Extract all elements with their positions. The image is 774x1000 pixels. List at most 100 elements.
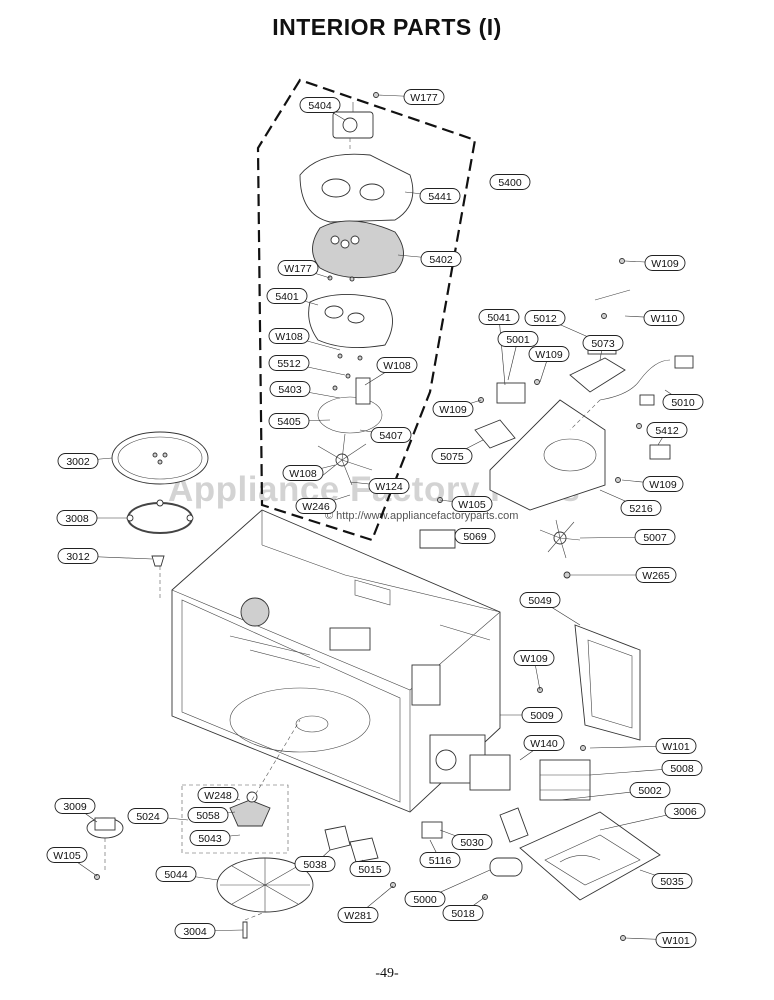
callout-label: 3012 <box>66 551 90 563</box>
callout-pill <box>662 394 704 410</box>
guide-lines <box>104 138 601 921</box>
callout-w108: W108 <box>282 465 324 481</box>
callout-w177: W177 <box>277 260 319 276</box>
callout-w108: W108 <box>268 328 310 344</box>
callout-label: 5058 <box>196 810 220 822</box>
callout-w108: W108 <box>376 357 418 373</box>
part-5069-motor <box>419 529 456 549</box>
callout-label: 5400 <box>498 177 522 189</box>
callout-label: 5404 <box>308 100 332 112</box>
watermark-url: © http://www.appliancefactoryparts.com <box>325 510 519 522</box>
callout-label: 5008 <box>670 763 694 775</box>
callout-pill <box>664 803 706 819</box>
callout-label: 5044 <box>164 869 188 881</box>
callout-label: 5024 <box>136 811 160 823</box>
callout-pill <box>268 328 310 344</box>
part-3008-roller-ring <box>126 499 194 534</box>
callout-5404: 5404 <box>299 97 341 113</box>
callout-pill <box>294 856 336 872</box>
callout-pill <box>269 381 311 397</box>
part-5412-thermostat <box>649 444 671 460</box>
callout-label: W110 <box>651 313 678 325</box>
callout-label: 5041 <box>487 312 511 324</box>
callout-pill <box>419 188 461 204</box>
callout-3009: 3009 <box>54 798 96 814</box>
callout-label: W281 <box>344 910 372 922</box>
callout-w265: W265 <box>635 567 677 583</box>
callout-label: W109 <box>439 404 467 416</box>
callout-pill <box>634 529 676 545</box>
callout-5024: 5024 <box>127 808 169 824</box>
callout-pill <box>651 873 693 889</box>
part-5441-blower-housing <box>299 153 414 223</box>
callout-pill <box>266 288 308 304</box>
callout-w177: W177 <box>403 89 445 105</box>
callout-3012: 3012 <box>57 548 99 564</box>
callout-w246: W246 <box>295 498 337 514</box>
callout-5412: 5412 <box>646 422 688 438</box>
callout-pill <box>497 331 539 347</box>
callout-5043: 5043 <box>189 830 231 846</box>
callout-label: 5216 <box>629 503 653 515</box>
callout-pill <box>174 923 216 939</box>
callout-pill <box>519 592 561 608</box>
callout-5405: 5405 <box>268 413 310 429</box>
callout-pill <box>57 548 99 564</box>
turntable-drive-detail-box <box>181 784 289 854</box>
page-title: INTERIOR PARTS (I) <box>272 14 502 40</box>
callout-w109: W109 <box>432 401 474 417</box>
callout-label: 3004 <box>183 926 207 938</box>
callout-pill <box>187 807 229 823</box>
callout-5002: 5002 <box>629 782 671 798</box>
callout-5041: 5041 <box>478 309 520 325</box>
callout-pill <box>295 498 337 514</box>
oven-cavity <box>171 509 501 813</box>
small-screws-upper <box>327 92 379 391</box>
callout-pill <box>376 357 418 373</box>
callout-label: W124 <box>375 481 403 493</box>
callout-5216: 5216 <box>620 500 662 516</box>
callout-5030: 5030 <box>451 834 493 850</box>
callout-pill <box>282 465 324 481</box>
callout-label: 3008 <box>65 513 89 525</box>
part-3009-turntable-motor <box>86 817 124 839</box>
callout-pill <box>268 413 310 429</box>
callout-w140: W140 <box>523 735 565 751</box>
callout-pill <box>644 255 686 271</box>
callout-w248: W248 <box>197 787 239 803</box>
callout-5073: 5073 <box>582 335 624 351</box>
part-5035-base-plate <box>519 811 661 901</box>
callout-label: W177 <box>410 92 438 104</box>
callout-pill <box>513 650 555 666</box>
callout-5400: 5400 <box>489 174 531 190</box>
callout-pill <box>57 453 99 469</box>
callout-label: 5403 <box>278 384 302 396</box>
callout-label: W177 <box>284 263 312 275</box>
callout-label: W109 <box>651 258 679 270</box>
callout-5512: 5512 <box>268 355 310 371</box>
callout-pill <box>655 738 697 754</box>
callout-label: 5441 <box>428 191 452 203</box>
callout-5038: 5038 <box>294 856 336 872</box>
callout-5075: 5075 <box>431 448 473 464</box>
callout-label: W108 <box>275 331 303 343</box>
callout-label: W109 <box>649 479 677 491</box>
callout-label: W105 <box>53 850 81 862</box>
callout-w105: W105 <box>451 496 493 512</box>
callout-w281: W281 <box>337 907 379 923</box>
callout-w109: W109 <box>528 346 570 362</box>
callout-5009: 5009 <box>521 707 563 723</box>
part-5007-fan-blade <box>539 519 581 559</box>
callout-pill <box>403 89 445 105</box>
callout-label: 5007 <box>643 532 667 544</box>
part-5405-fan-blade <box>317 433 373 486</box>
callout-pill <box>127 808 169 824</box>
part-5049-wave-guide-cover <box>574 624 641 741</box>
callout-label: 5412 <box>655 425 679 437</box>
callout-5049: 5049 <box>519 592 561 608</box>
callout-3006: 3006 <box>664 803 706 819</box>
callout-pill <box>451 834 493 850</box>
part-5038-5015-switches <box>324 825 379 863</box>
callout-pill <box>528 346 570 362</box>
